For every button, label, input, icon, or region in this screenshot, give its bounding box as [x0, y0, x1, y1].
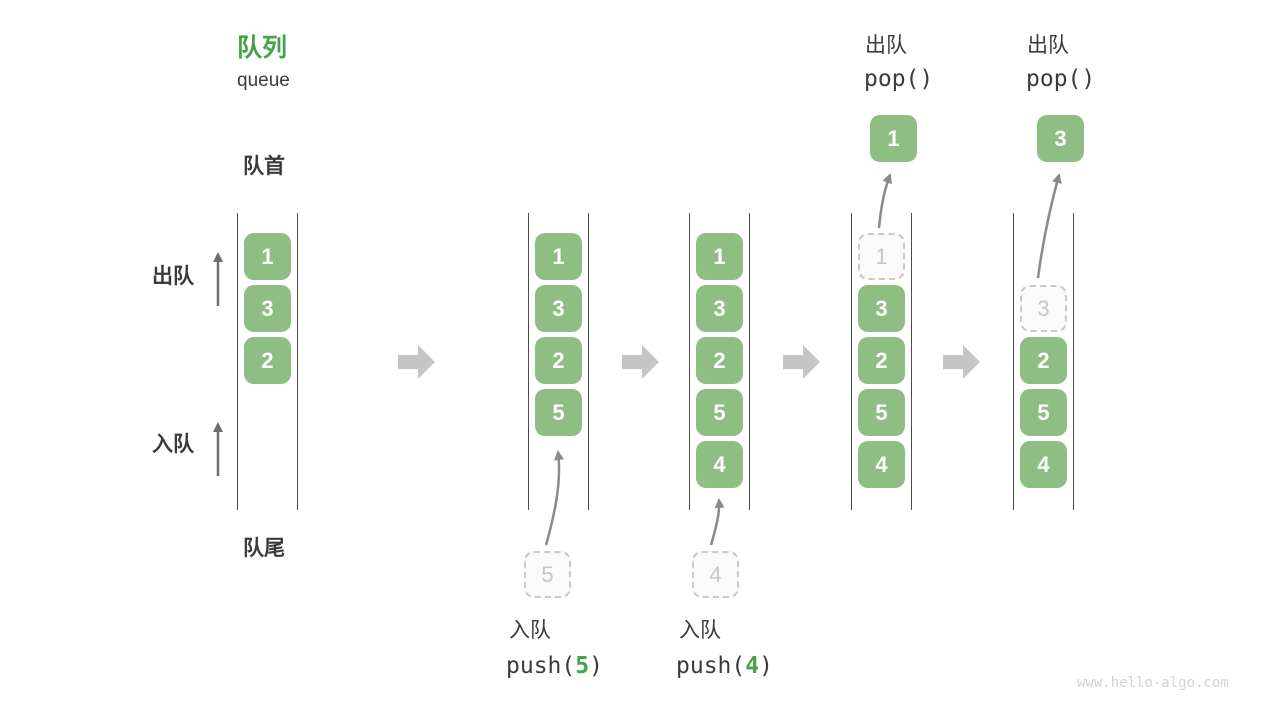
staging-box-push4: 4 — [692, 551, 739, 598]
queue-box: 2 — [696, 337, 743, 384]
queue-box: 1 — [244, 233, 291, 280]
push5-op-label: 入队 — [509, 619, 551, 642]
queue-box: 3 — [858, 285, 905, 332]
staging-box-push5: 5 — [524, 551, 571, 598]
queue-box: 1 — [696, 233, 743, 280]
ghost-box: 3 — [1020, 285, 1067, 332]
transition-arrow-icon — [783, 345, 820, 379]
push4-code-pre: push( — [676, 653, 746, 679]
pop2-op-code: pop() — [1026, 66, 1096, 92]
queue-column-after-push5: 1 3 2 5 — [528, 213, 589, 510]
ghost-box: 1 — [858, 233, 905, 280]
queue-box: 2 — [858, 337, 905, 384]
queue-box: 2 — [244, 337, 291, 384]
push4-code-arg: 4 — [745, 653, 760, 679]
queue-box: 3 — [696, 285, 743, 332]
queue-box: 5 — [1020, 389, 1067, 436]
push4-op-code: push(4) — [676, 653, 773, 679]
queue-rear-label: 队尾 — [243, 537, 285, 560]
diagram-title-cn: 队列 — [237, 34, 288, 62]
popped-box-1: 1 — [870, 115, 917, 162]
push5-code-arg: 5 — [575, 653, 590, 679]
queue-box: 3 — [244, 285, 291, 332]
queue-box: 4 — [696, 441, 743, 488]
pop1-op-code: pop() — [864, 66, 934, 92]
queue-box: 1 — [535, 233, 582, 280]
queue-box: 4 — [1020, 441, 1067, 488]
queue-box: 5 — [858, 389, 905, 436]
queue-box: 2 — [1020, 337, 1067, 384]
queue-box: 2 — [535, 337, 582, 384]
queue-box: 5 — [696, 389, 743, 436]
dequeue-side-label: 出队 — [152, 265, 194, 288]
pop1-op-label: 出队 — [865, 34, 907, 57]
watermark: www.hello-algo.com — [1077, 675, 1229, 691]
enqueue-side-label: 入队 — [152, 433, 194, 456]
popped-box-3: 3 — [1037, 115, 1084, 162]
push5-op-code: push(5) — [506, 653, 603, 679]
push4-code-post: ) — [759, 653, 773, 679]
queue-column-after-push4: 1 3 2 5 4 — [689, 213, 750, 510]
push4-op-label: 入队 — [679, 619, 721, 642]
transition-arrow-icon — [398, 345, 435, 379]
queue-box: 4 — [858, 441, 905, 488]
push5-code-pre: push( — [506, 653, 576, 679]
queue-box: 3 — [535, 285, 582, 332]
queue-front-label: 队首 — [243, 155, 285, 178]
push5-code-post: ) — [589, 653, 603, 679]
queue-column-initial: 1 3 2 — [237, 213, 298, 510]
queue-column-after-pop3: 3 2 5 4 — [1013, 213, 1074, 510]
transition-arrow-icon — [622, 345, 659, 379]
transition-arrow-icon — [943, 345, 980, 379]
diagram-title-en: queue — [237, 70, 290, 91]
pop2-op-label: 出队 — [1027, 34, 1069, 57]
queue-column-after-pop1: 1 3 2 5 4 — [851, 213, 912, 510]
queue-box: 5 — [535, 389, 582, 436]
